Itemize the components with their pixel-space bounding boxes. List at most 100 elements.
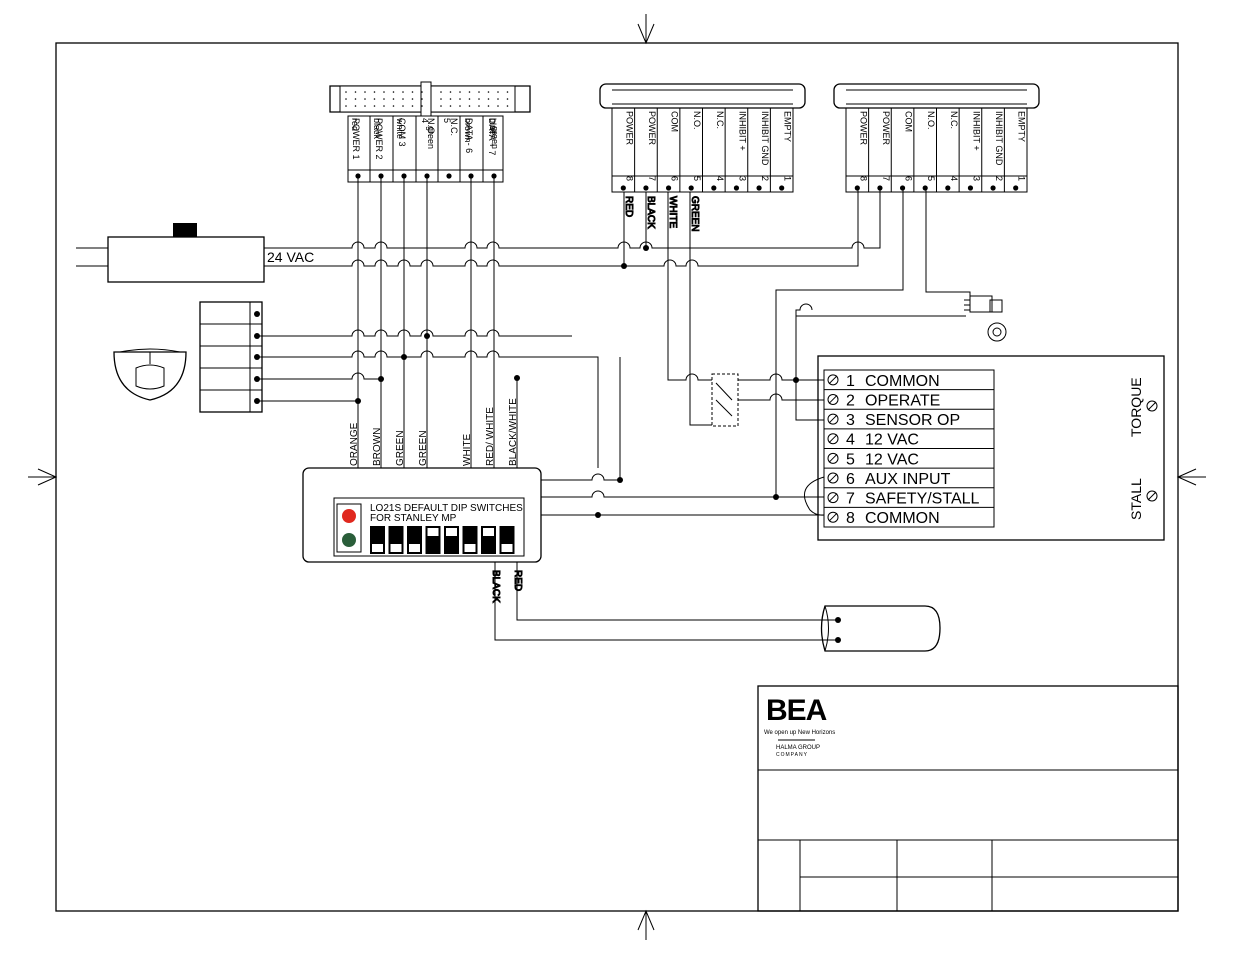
terminal-dot (779, 185, 785, 191)
top-pin-label: DATA + 7 (487, 118, 497, 155)
terminal-dot (254, 311, 260, 317)
wire-label-orange: ORANGE (349, 422, 360, 466)
wire-color-label: green (490, 126, 500, 149)
strip-terminal-label: EMPTY (783, 111, 793, 142)
controller-terminal-label: COMMON (865, 510, 940, 527)
strip-terminal-number: 5 (692, 176, 702, 181)
strip-terminal-number: 7 (881, 176, 891, 181)
torque-label: TORQUE (1128, 377, 1144, 437)
top-pin-label: DATA - 6 (464, 118, 474, 153)
controller-terminal-number: 2 (846, 392, 855, 409)
terminal-dot (254, 354, 260, 360)
terminal-dot (254, 333, 260, 339)
power-transformer: 24 VAC (76, 223, 314, 283)
terminal-dot (733, 185, 740, 191)
strip1-wires: RED BLACK WHITE GREEN (623, 192, 712, 426)
junction-dot (773, 494, 779, 500)
junction-dot (401, 354, 407, 360)
junction-dot (355, 398, 361, 404)
wire-label-black-bottom: BLACK (490, 570, 501, 603)
lo21s-output-wires (541, 357, 824, 516)
halma-line1: HALMA GROUP (776, 745, 820, 751)
strip1-wire-green: GREEN (689, 196, 700, 232)
terminal-dot (688, 185, 694, 191)
screw-terminal (827, 374, 839, 386)
bea-tagline: We open up New Horizons (764, 730, 835, 736)
controller-terminal-label: 12 VAC (865, 432, 919, 449)
strip-terminal-label: EMPTY (1017, 111, 1027, 142)
strip-terminal-label: INHIBIT GND (760, 111, 770, 166)
strip-terminal-number: 7 (647, 176, 657, 181)
strip-terminal-number: 6 (904, 176, 914, 181)
controller-terminal-number: 5 (846, 451, 855, 468)
junction-dot (643, 245, 649, 251)
strip-terminal-number: 3 (737, 176, 747, 181)
terminal-dot (643, 185, 649, 191)
junction-dot (793, 377, 799, 383)
drawing-border (55, 42, 1179, 912)
strip-terminal-label: INHIBIT GND (994, 111, 1004, 166)
strip-terminal-number: 2 (760, 176, 770, 181)
strip-terminal-label: POWER (624, 111, 634, 146)
controller-terminal-number: 7 (846, 491, 855, 508)
strip1-wire-white: WHITE (667, 196, 678, 229)
controller-terminal-number: 8 (846, 510, 855, 527)
strip-terminal-label: INHIBIT + (737, 111, 747, 151)
terminal-dot (665, 185, 672, 191)
controller-terminal-label: AUX INPUT (865, 471, 951, 488)
terminal-dot (446, 173, 452, 179)
wire-color-label: N.C. (449, 118, 459, 136)
top-pin-label: COM 3 (397, 118, 407, 147)
wire-color-label: N.O. (426, 118, 436, 137)
junction-dot (617, 477, 623, 483)
power-label: 24 VAC (267, 249, 314, 265)
wire-label-brown: BROWN (372, 428, 383, 466)
strip-terminal-label: INHIBIT + (971, 111, 981, 151)
strip-terminal-label: N.O. (926, 111, 936, 130)
motor (820, 605, 941, 652)
terminal-dot (756, 185, 762, 191)
motor-wires: BLACK RED (490, 562, 838, 641)
top-pin-label: POWER 1 (351, 118, 361, 160)
terminal-dot (990, 185, 996, 191)
junction-dot (621, 263, 627, 269)
strip-terminal-number: 4 (715, 176, 725, 181)
wire-color-label: red (350, 118, 360, 131)
terminal-dot (620, 185, 626, 191)
strip-terminal-number: 1 (1017, 176, 1027, 181)
screw-terminal (827, 433, 839, 445)
controller-terminal-number: 1 (846, 373, 855, 390)
wire-color-label: white (395, 117, 405, 139)
centering-marks (28, 14, 1206, 940)
controller-terminal-label: SENSOR OP (865, 412, 960, 429)
strip2-wires (775, 188, 971, 497)
controller-terminal-label: SAFETY/STALL (865, 491, 980, 508)
top-pin-label: POWER 2 (374, 118, 384, 160)
wire-label-black-white: BLACK/WHITE (508, 398, 519, 466)
screw-terminal (827, 452, 839, 464)
controller-terminal-label: COMMON (865, 373, 940, 390)
strip-terminal-label: N.C. (949, 111, 959, 129)
strip-terminal-label: N.O. (692, 111, 702, 130)
strip-terminal-number: 4 (949, 176, 959, 181)
title-block: BEA We open up New Horizons HALMA GROUP … (757, 685, 1179, 912)
ac-bus-wires (264, 188, 881, 267)
screw-terminal (827, 413, 839, 425)
terminal-dot (254, 376, 260, 382)
strip-terminal-number: 2 (994, 176, 1004, 181)
top-pin-label: 4 (420, 118, 430, 123)
lo21s-module: LO21S DEFAULT DIP SWITCHES FOR STANLEY M… (302, 467, 542, 563)
controller-terminal-number: 3 (846, 412, 855, 429)
strip-terminal-number: 3 (971, 176, 981, 181)
wire-label-green-1: GREEN (395, 430, 406, 466)
terminal-dot (835, 637, 841, 643)
strip1-wire-red: RED (623, 196, 634, 217)
screw-terminal (827, 393, 839, 405)
junction-dot (378, 376, 384, 382)
strip-terminal-label: POWER (881, 111, 891, 146)
wire-color-label: black (372, 118, 382, 140)
wire-label-green-2: GREEN (418, 430, 429, 466)
junction-dot (595, 512, 601, 518)
